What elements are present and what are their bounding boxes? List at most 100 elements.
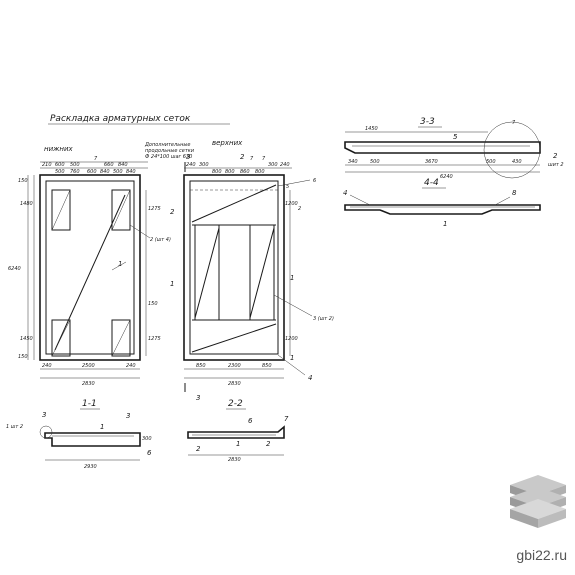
u-dim-top-7: 240 bbox=[280, 162, 290, 168]
dim-left-2: 6240 bbox=[8, 266, 21, 272]
dim-top-7: 600 bbox=[87, 169, 97, 175]
s33-dim-3: 3670 bbox=[425, 159, 438, 165]
section-2-2: 2-2 6 7 1 2 2 2830 bbox=[187, 399, 289, 463]
dim-top-8: 840 bbox=[100, 169, 110, 175]
s44-label-4: 4 bbox=[343, 189, 347, 197]
s22-label-6: 6 bbox=[248, 417, 253, 425]
note-line-3: Ф 24*100 шаг 630 bbox=[145, 154, 192, 160]
lower-mesh-plan: нижних Дополнительные продольные сетки Ф… bbox=[8, 142, 195, 387]
s33-detail-circle bbox=[483, 121, 541, 179]
section-mark-1-left: 1 bbox=[170, 280, 174, 288]
u-label-6: 6 bbox=[313, 178, 316, 184]
section-mark-3-top: 3 bbox=[186, 153, 190, 161]
section-4-4-body bbox=[344, 204, 541, 215]
section-1-1-body bbox=[44, 432, 141, 447]
mesh-tr-diag bbox=[111, 189, 131, 231]
u-dim-top-3: 800 bbox=[225, 169, 235, 175]
dim-right-1: 150 bbox=[148, 301, 158, 307]
section-mark-1-right: 1 bbox=[290, 274, 294, 282]
u-dim-top-6: 300 bbox=[268, 162, 278, 168]
section-1-1: 1-1 1 шт 2 1 3 3 6 300 2930 bbox=[6, 399, 152, 470]
u-dim-bottom-3: 2830 bbox=[228, 381, 241, 387]
dim-top-9: 500 bbox=[113, 169, 123, 175]
s33-label-2: 2 bbox=[553, 152, 558, 160]
section-2-2-body bbox=[187, 425, 285, 439]
s22-label-1: 1 bbox=[236, 440, 240, 448]
section-3-3-title: 3-3 bbox=[420, 117, 435, 127]
dim-top-4: 840 bbox=[118, 162, 128, 168]
u-dim-top-2: 800 bbox=[212, 169, 222, 175]
u-dim-bottom-2: 850 bbox=[262, 363, 272, 369]
u-dim-right-1: 1200 bbox=[285, 336, 298, 342]
dim-left-0: 150 bbox=[18, 178, 28, 184]
dim-bottom-0: 240 bbox=[42, 363, 52, 369]
section-3-3-body bbox=[344, 141, 541, 154]
mesh-bl-diag bbox=[51, 319, 71, 357]
s11-label-1: 1 bbox=[100, 423, 104, 431]
gbi22-logo-icon bbox=[510, 475, 566, 528]
s22-label-2b: 2 bbox=[266, 440, 271, 448]
upper-diag-bottom bbox=[191, 323, 277, 353]
dim-left-1: 1480 bbox=[20, 201, 33, 207]
s33-label-pcs: шит 2 bbox=[548, 162, 564, 168]
dim-left-4: 150 bbox=[18, 354, 28, 360]
mesh-br-diag bbox=[111, 319, 131, 357]
dim-bottom-3: 2830 bbox=[82, 381, 95, 387]
section-4-4-title: 4-4 bbox=[424, 178, 439, 188]
section-2-2-title: 2-2 bbox=[228, 399, 243, 409]
s22-label-7: 7 bbox=[284, 415, 289, 423]
s11-dim: 2930 bbox=[84, 464, 97, 470]
dim-top-11: 7 bbox=[94, 156, 98, 162]
s44-label-8: 8 bbox=[512, 189, 517, 197]
s33-dim-5: 430 bbox=[512, 159, 522, 165]
s44-leader-8 bbox=[494, 196, 511, 206]
s44-leader-4 bbox=[349, 194, 371, 206]
watermark-text[interactable]: gbi22.ru bbox=[516, 547, 567, 563]
s11-side: 300 bbox=[142, 436, 152, 442]
u-label-4: 4 bbox=[308, 374, 312, 382]
s33-label-5: 5 bbox=[453, 133, 458, 141]
upper-plate-outline bbox=[183, 174, 285, 361]
dim-bottom-1: 2500 bbox=[82, 363, 95, 369]
u-label-3: 3 (шт 2) bbox=[313, 316, 334, 322]
section-1-1-detail-circle bbox=[39, 425, 53, 439]
mesh-top-left bbox=[51, 189, 71, 231]
note-line-2: продольные сетки bbox=[145, 148, 195, 154]
u-label-5: 5 bbox=[286, 184, 289, 190]
lower-plan-title: нижних bbox=[44, 145, 74, 153]
section-mark-2-top: 2 bbox=[240, 153, 245, 161]
dim-left-3: 1450 bbox=[20, 336, 33, 342]
s11-label-3b: 3 bbox=[126, 412, 130, 420]
s44-label-1: 1 bbox=[443, 220, 447, 228]
s11-label-3a: 3 bbox=[42, 411, 46, 419]
s11-note: 1 шт 2 bbox=[6, 424, 23, 430]
s22-dim: 2830 bbox=[228, 457, 241, 463]
u-leader-4 bbox=[277, 354, 306, 376]
u-label-7: 7 bbox=[262, 156, 266, 162]
dim-top-3: 660 bbox=[104, 162, 114, 168]
dim-right-0: 1275 bbox=[148, 206, 161, 212]
s33-label-7: 7 bbox=[512, 120, 516, 126]
u-dim-top-1: 300 bbox=[199, 162, 209, 168]
u-label-2: 2 bbox=[298, 206, 301, 212]
dim-top-6: 760 bbox=[70, 169, 80, 175]
section-mark-2-left: 2 bbox=[170, 208, 175, 216]
u-dim-top-5: 800 bbox=[255, 169, 265, 175]
u-leader-6 bbox=[277, 179, 311, 187]
lower-leader-2 bbox=[129, 224, 151, 239]
upper-plan-title: верхних bbox=[212, 139, 243, 147]
s33-dim-4: 500 bbox=[486, 159, 496, 165]
mesh-top-right bbox=[111, 189, 131, 231]
u-leader-3 bbox=[273, 294, 313, 317]
note-line-1: Дополнительные bbox=[144, 142, 190, 148]
dim-top-2: 500 bbox=[70, 162, 80, 168]
u-dim-top-4: 860 bbox=[240, 169, 250, 175]
dim-top-0: 210 bbox=[42, 162, 52, 168]
section-4-4: 4-4 4 8 1 bbox=[343, 178, 541, 228]
u-label-1: 1 bbox=[290, 354, 294, 362]
section-3-3: 3-3 1450 340 500 3670 500 430 6240 5 7 2… bbox=[344, 117, 564, 180]
u-dim-top-8: 7 bbox=[250, 156, 254, 162]
mesh-tl-diag bbox=[51, 189, 71, 231]
upper-diag-right bbox=[249, 227, 275, 319]
